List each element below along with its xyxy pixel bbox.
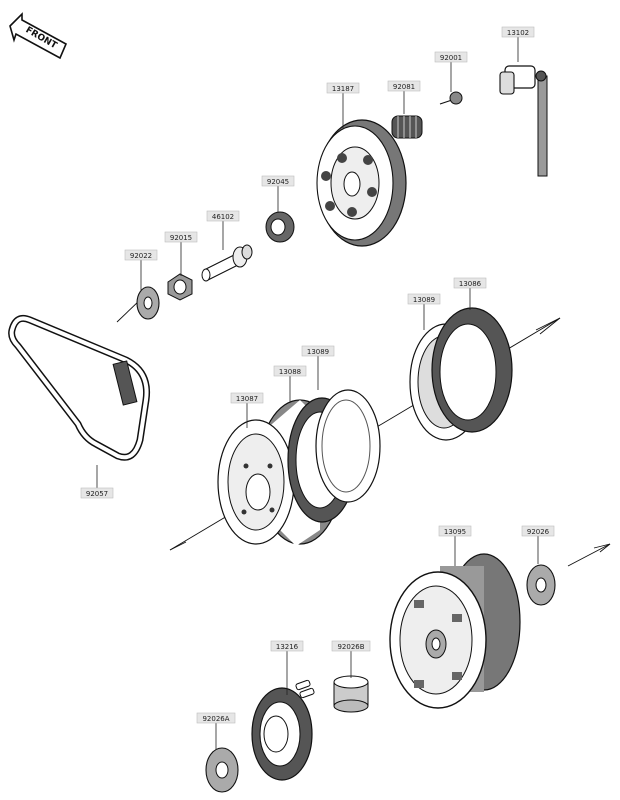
- label-92001: 92001: [434, 51, 468, 63]
- part-13187-pressure-plate[interactable]: [316, 119, 407, 247]
- leader-lines: [96, 37, 539, 750]
- part-92001-bolt[interactable]: [439, 91, 463, 105]
- label-92045: 92045: [261, 175, 295, 187]
- label-92081: 92081: [387, 80, 421, 92]
- label-13187: 13187: [326, 82, 360, 94]
- label-13089-front-text: 13089: [307, 348, 329, 356]
- part-13089-steel-plate-front[interactable]: [315, 389, 381, 503]
- label-13088: 13088: [273, 365, 307, 377]
- label-46102: 46102: [206, 210, 240, 222]
- label-92026B-text: 92026B: [337, 643, 364, 651]
- label-92022-text: 92022: [130, 252, 152, 260]
- part-13095-clutch-housing[interactable]: [389, 553, 521, 709]
- label-13088-text: 13088: [279, 368, 301, 376]
- label-13086-text: 13086: [459, 280, 482, 288]
- label-92026A: 92026A: [196, 712, 236, 724]
- label-92057: 92057: [80, 487, 114, 499]
- label-13095-text: 13095: [444, 528, 466, 536]
- label-92026-text: 92026: [527, 528, 550, 536]
- part-primary-gear[interactable]: [251, 687, 313, 781]
- label-13216: 13216: [270, 640, 304, 652]
- part-92026B-sleeve[interactable]: [333, 675, 369, 713]
- label-46102-text: 46102: [212, 213, 234, 221]
- label-92045-text: 92045: [267, 178, 289, 186]
- label-13089-rear: 13089: [407, 293, 441, 305]
- label-92015-text: 92015: [170, 234, 192, 242]
- label-13089-front: 13089: [301, 345, 335, 357]
- label-13216-text: 13216: [276, 643, 299, 651]
- part-92015-nut[interactable]: [167, 273, 193, 301]
- label-92057-text: 92057: [86, 490, 108, 498]
- front-direction-arrow: FRONT: [9, 12, 68, 60]
- part-13086-friction-plate-rear[interactable]: [431, 307, 513, 433]
- part-92045-bearing[interactable]: [265, 211, 295, 243]
- part-13216-pins[interactable]: [295, 679, 315, 699]
- label-13089-rear-text: 13089: [413, 296, 435, 304]
- part-13102-release-lever[interactable]: [499, 65, 548, 177]
- part-labels: 13102 92001 92081 13187 92045 46102 9201…: [80, 26, 555, 724]
- label-13102-text: 13102: [507, 29, 529, 37]
- label-92026: 92026: [521, 525, 555, 537]
- label-92026A-text: 92026A: [202, 715, 229, 723]
- label-92015: 92015: [164, 231, 198, 243]
- part-92026-washer[interactable]: [526, 564, 556, 606]
- label-92081-text: 92081: [393, 83, 415, 91]
- part-92022-washer[interactable]: [136, 286, 160, 320]
- part-92026A-washer[interactable]: [205, 747, 239, 793]
- label-92022: 92022: [124, 249, 158, 261]
- label-13102: 13102: [501, 26, 535, 38]
- label-92001-text: 92001: [440, 54, 462, 62]
- label-13087-text: 13087: [236, 395, 258, 403]
- label-13086: 13086: [453, 277, 487, 289]
- label-13187-text: 13187: [332, 85, 354, 93]
- part-92081-spring[interactable]: [391, 115, 423, 139]
- label-92026B: 92026B: [331, 640, 371, 652]
- label-13095: 13095: [438, 525, 472, 537]
- part-92057-chain[interactable]: [8, 314, 151, 461]
- part-46102-shaft[interactable]: [201, 244, 253, 282]
- label-13087: 13087: [230, 392, 264, 404]
